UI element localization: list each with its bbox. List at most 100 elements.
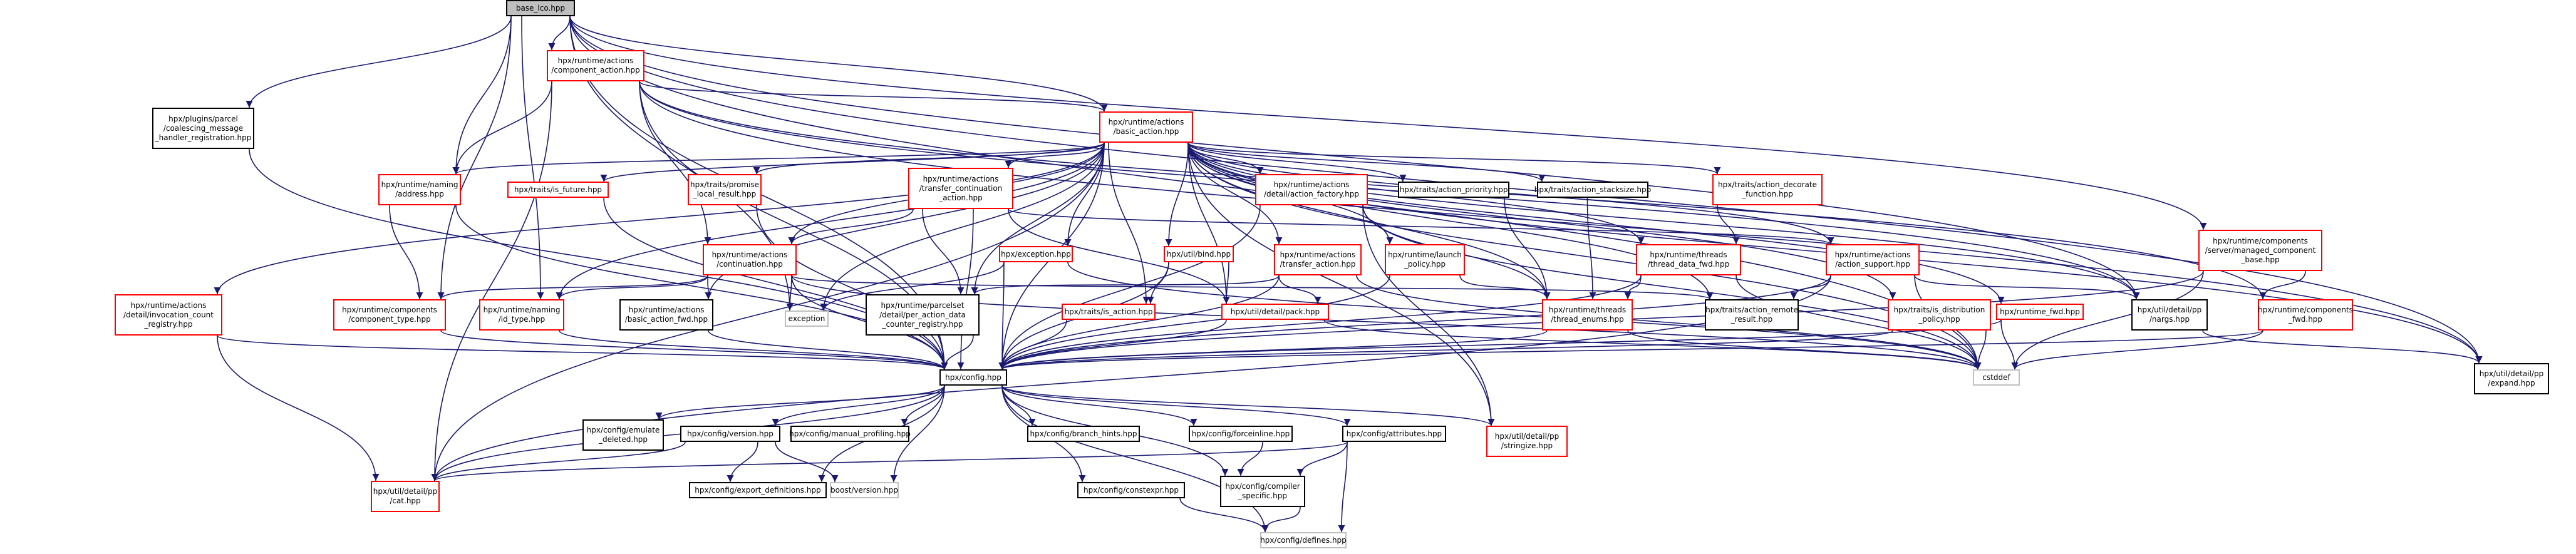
edge-continuation-to-action-remote — [791, 275, 1714, 300]
node-is-action[interactable]: hpx/traits/is_action.hpp — [1062, 304, 1156, 320]
node-managed-component[interactable]: hpx/runtime/components/server/managed_co… — [2198, 230, 2322, 271]
node-id-type[interactable]: hpx/runtime/naming/id_type.hpp — [479, 299, 564, 331]
edge-transfer-cont-to-pack — [1008, 208, 1230, 304]
node-component-action[interactable]: hpx/runtime/actions/component_action.hpp — [547, 50, 644, 81]
node-version[interactable]: hpx/config/version.hpp — [680, 426, 780, 442]
node-is-future[interactable]: hpx/traits/is_future.hpp — [507, 182, 609, 198]
edge-basic-action-to-runtime-fwd — [1187, 142, 2005, 304]
edge-basic-action-to-is-future — [600, 142, 1105, 182]
node-label-line: hpx/runtime/actions — [1108, 118, 1184, 126]
edge-base-lco-to-basic-action — [569, 16, 1108, 112]
edge-components-fwd-to-cstddef — [2011, 330, 2263, 370]
edge-config-to-attributes — [1001, 385, 1351, 426]
node-label-line: hpx/config/constexpr.hpp — [1083, 485, 1179, 495]
node-invocation-count[interactable]: hpx/runtime/actions/detail/invocation_co… — [115, 294, 222, 336]
edge-exception-to-config — [998, 262, 1006, 370]
node-label-line: /basic_action_fwd.hpp — [624, 315, 708, 324]
node-attributes[interactable]: hpx/config/attributes.hpp — [1342, 426, 1446, 442]
edge-basic-action-to-is-distribution — [1187, 142, 1896, 300]
node-action-priority[interactable]: hpx/traits/action_priority.hpp — [1398, 182, 1509, 198]
node-label-line: hpx/config.hpp — [945, 372, 1001, 382]
edge-promise-local-to-config — [756, 205, 948, 370]
node-transfer-action[interactable]: hpx/runtime/actions/transfer_action.hpp — [1274, 244, 1362, 275]
node-config[interactable]: hpx/config.hpp — [939, 369, 1007, 386]
node-stringize[interactable]: hpx/util/detail/pp/stringize.hpp — [1486, 426, 1568, 457]
node-pack[interactable]: hpx/util/detail/pack.hpp — [1221, 304, 1329, 320]
node-emulate-deleted[interactable]: hpx/config/emulate_deleted.hpp — [582, 419, 664, 451]
node-label-line: cstddef — [1982, 372, 2010, 382]
node-thread-data-fwd[interactable]: hpx/runtime/threads/thread_data_fwd.hpp — [1636, 244, 1741, 275]
node-label-line: /transfer_continuation — [919, 183, 1003, 193]
edge-thread-enums-to-config — [998, 330, 1548, 370]
node-launch-policy[interactable]: hpx/runtime/launch_policy.hpp — [1385, 244, 1465, 275]
node-label-line: /server/managed_component — [2205, 245, 2316, 255]
node-label-line: /id_type.hpp — [498, 315, 546, 324]
edge-naming-address-to-component-type — [389, 205, 423, 300]
node-label-line: hpx/runtime/actions — [923, 174, 999, 183]
node-runtime-fwd[interactable]: hpx/runtime_fwd.hpp — [1996, 304, 2084, 320]
node-label-line: _counter_registry.hpp — [882, 319, 963, 329]
node-continuation[interactable]: hpx/runtime/actions/continuation.hpp — [703, 244, 797, 275]
node-label-line: hpx/config/attributes.hpp — [1346, 429, 1442, 438]
node-thread-enums[interactable]: hpx/runtime/threads/thread_enums.hpp — [1542, 299, 1633, 331]
node-action-stacksize[interactable]: hpx/traits/action_stacksize.hpp — [1534, 182, 1651, 198]
node-label-line: _function.hpp — [1742, 190, 1793, 198]
node-cat[interactable]: hpx/util/detail/pp/cat.hpp — [371, 481, 440, 512]
node-label-line: hpx/runtime/threads — [1548, 305, 1627, 314]
node-coalescing[interactable]: hpx/plugins/parcel/coalescing_message_ha… — [152, 108, 254, 149]
edge-action-support-to-nargs — [1914, 275, 2140, 300]
node-basic-action[interactable]: hpx/runtime/actions/basic_action.hpp — [1099, 111, 1193, 143]
node-bind[interactable]: hpx/util/bind.hpp — [1164, 246, 1234, 262]
edge-forceinline-to-compiler-specific — [1237, 441, 1263, 476]
node-base-lco[interactable]: base_lco.hpp — [506, 0, 575, 16]
edge-basic-action-to-transfer-action — [1187, 142, 1283, 245]
node-per-action-data[interactable]: hpx/runtime/parcelset/detail/per_action_… — [866, 294, 980, 336]
node-label-line: _result.hpp — [1730, 315, 1773, 324]
node-export-definitions[interactable]: hpx/config/export_definitions.hpp — [689, 482, 827, 498]
node-label-line: /basic_action.hpp — [1113, 127, 1179, 136]
node-label-line: /cat.hpp — [390, 496, 421, 505]
node-component-type[interactable]: hpx/runtime/components/component_type.hp… — [333, 299, 446, 331]
node-compiler-specific[interactable]: hpx/config/compiler_specific.hpp — [1220, 476, 1305, 507]
edge-pack-to-config — [998, 319, 1227, 370]
node-action-support[interactable]: hpx/runtime/actions/action_support.hpp — [1826, 244, 1920, 275]
node-exception-std[interactable]: exception — [785, 310, 829, 327]
node-expand[interactable]: hpx/util/detail/pp/expand.hpp — [2474, 363, 2549, 394]
node-naming-address[interactable]: hpx/runtime/naming/address.hpp — [378, 174, 461, 205]
edge-exception-to-exception-std — [820, 262, 1005, 311]
node-action-remote[interactable]: hpx/traits/action_remote_result.hpp — [1705, 299, 1799, 331]
node-is-distribution[interactable]: hpx/traits/is_distribution_policy.hpp — [1888, 299, 1991, 331]
edge-component-action-to-expand — [639, 81, 2483, 364]
edge-basic-action-to-stringize — [1187, 142, 1495, 426]
edge-per-action-data-to-config — [941, 335, 974, 370]
edge-version-to-export-definitions — [727, 441, 758, 483]
node-components-fwd[interactable]: hpx/runtime/components_fwd.hpp — [2258, 299, 2353, 331]
edge-managed-component-to-cstddef — [2011, 270, 2204, 370]
node-label-line: hpx/plugins/parcel — [168, 114, 238, 123]
node-label-line: hpx/runtime/components — [2213, 236, 2308, 245]
edge-base-lco-to-managed-component — [569, 16, 2207, 230]
edge-is-future-to-config — [603, 197, 948, 370]
node-constexpr[interactable]: hpx/config/constexpr.hpp — [1077, 482, 1185, 498]
node-exception[interactable]: hpx/exception.hpp — [999, 246, 1073, 262]
node-defines[interactable]: hpx/config/defines.hpp — [1260, 532, 1347, 548]
node-label-line: /continuation.hpp — [716, 260, 783, 269]
edge-config-to-defines — [1001, 385, 1269, 533]
node-manual-profiling[interactable]: hpx/config/manual_profiling.hpp — [789, 426, 911, 442]
edge-transfer-cont-to-action-support — [1008, 208, 1834, 245]
node-cstddef[interactable]: cstddef — [1973, 369, 2020, 386]
node-forceinline[interactable]: hpx/config/forceinline.hpp — [1189, 426, 1293, 442]
node-promise-local[interactable]: hpx/traits/promise_local_result.hpp — [688, 174, 762, 205]
node-nargs[interactable]: hpx/util/detail/pp/nargs.hpp — [2131, 299, 2208, 331]
node-action-factory[interactable]: hpx/runtime/actions/detail/action_factor… — [1255, 174, 1368, 205]
edge-thread-data-fwd-to-thread-enums — [1624, 275, 1642, 300]
node-basic-action-fwd[interactable]: hpx/runtime/actions/basic_action_fwd.hpp — [619, 299, 713, 331]
node-label-line: hpx/runtime/actions — [130, 300, 207, 310]
node-branch-hints[interactable]: hpx/config/branch_hints.hpp — [1027, 426, 1140, 442]
node-label-line: /thread_enums.hpp — [1551, 315, 1624, 324]
node-action-decorate[interactable]: hpx/traits/action_decorate_function.hpp — [1712, 174, 1823, 205]
node-label-line: hpx/runtime/naming — [483, 305, 561, 314]
node-transfer-cont[interactable]: hpx/runtime/actions/transfer_continuatio… — [908, 168, 1013, 209]
node-boost-version[interactable]: boost/version.hpp — [830, 482, 899, 498]
edge-basic-action-to-invocation-count — [214, 142, 1105, 295]
